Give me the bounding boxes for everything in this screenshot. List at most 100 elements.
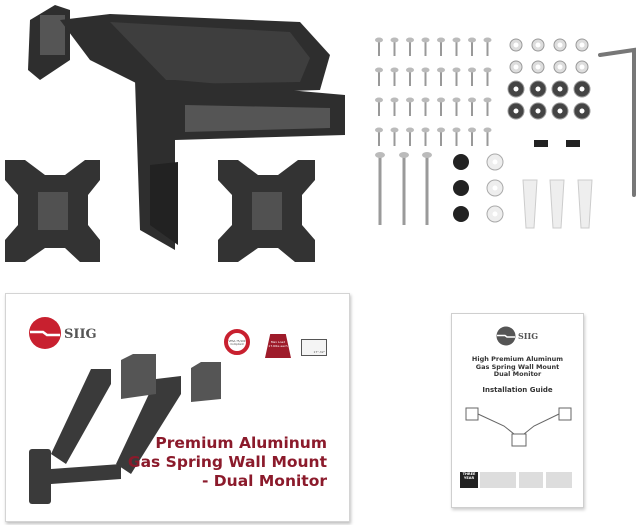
screw-head-icon [483, 127, 492, 133]
screw-icon [378, 130, 380, 146]
screw-head-icon [421, 97, 430, 103]
vesa-badge: VESA 75/100 Compliant [224, 329, 250, 355]
wall-anchor-icon [577, 179, 593, 229]
screw-icon [471, 40, 473, 56]
screw-icon [424, 70, 427, 86]
screw-icon [424, 100, 427, 116]
washer-hole-icon [557, 64, 563, 70]
screw-head-icon [468, 127, 476, 133]
cert-badge [480, 472, 516, 488]
screw-head-icon [406, 127, 414, 133]
installation-guide: SIIG High Premium Aluminum Gas Spring Wa… [451, 313, 584, 508]
screw-icon [455, 130, 458, 146]
screw-head-icon [375, 37, 383, 43]
screw-icon [378, 40, 380, 56]
screw-head-icon [390, 67, 399, 73]
monitor-badge [519, 472, 543, 488]
washer-hole-icon [579, 42, 585, 48]
screw-head-icon [483, 97, 492, 103]
screw-icon [393, 130, 396, 146]
wall-anchor-icon [522, 179, 538, 229]
brand-name: SIIG [518, 331, 539, 341]
warranty-badge: THREE YEAR [460, 472, 478, 488]
box-title: Premium Aluminum Gas Spring Wall Mount -… [127, 434, 327, 490]
screw-icon [455, 100, 458, 116]
lag-bolt-icon [378, 155, 382, 225]
lag-bolt-icon [402, 155, 406, 225]
screw-head-icon [390, 97, 399, 103]
arm-line-drawing [465, 407, 572, 447]
screw-head-icon [483, 37, 492, 43]
bolt-head-icon [375, 152, 385, 158]
screw-head-icon [421, 127, 430, 133]
washer-hole-icon [557, 86, 563, 92]
knob-icon [534, 140, 548, 147]
screw-icon [409, 40, 411, 56]
screw-head-icon [421, 67, 430, 73]
vesa-plate [218, 160, 315, 262]
screw-icon [393, 100, 396, 116]
screw-head-icon [406, 67, 414, 73]
dual-arm-image [29, 354, 221, 504]
screw-icon [471, 100, 473, 116]
screw-head-icon [452, 37, 461, 43]
screw-head-icon [437, 67, 445, 73]
screw-icon [471, 130, 473, 146]
screw-head-icon [468, 67, 476, 73]
screw-head-icon [483, 67, 492, 73]
screw-icon [440, 40, 442, 56]
product-box: SIIG VESA 75/100 Compliant Max Load 17.6… [5, 293, 350, 522]
washer-hole-icon [513, 64, 519, 70]
washer-hole-icon [535, 86, 541, 92]
screw-icon [409, 100, 411, 116]
screw-head-icon [468, 97, 476, 103]
brand-name: SIIG [64, 327, 97, 342]
screw-icon [486, 100, 489, 116]
screw-icon [440, 70, 442, 86]
allen-key [598, 47, 636, 197]
screw-icon [471, 70, 473, 86]
washer-hole-icon [513, 42, 519, 48]
load-badge [546, 472, 572, 488]
screw-head-icon [452, 67, 461, 73]
manual-subtitle: Installation Guide [482, 386, 553, 394]
bolt-head-icon [422, 152, 432, 158]
screw-head-icon [375, 67, 383, 73]
screw-icon [486, 130, 489, 146]
washer-hole-icon [535, 108, 541, 114]
washer-hole-icon [492, 211, 498, 217]
screw-head-icon [437, 97, 445, 103]
screw-head-icon [437, 127, 445, 133]
washer-hole-icon [535, 64, 541, 70]
washer-hole-icon [513, 108, 519, 114]
screw-icon [486, 70, 489, 86]
lag-bolt-icon [425, 155, 429, 225]
screw-head-icon [406, 37, 414, 43]
screw-head-icon [437, 37, 445, 43]
spacer-icon [453, 180, 469, 196]
washer-hole-icon [579, 108, 585, 114]
knob-icon [566, 140, 580, 147]
mount-arm [28, 5, 345, 250]
screw-head-icon [390, 127, 399, 133]
screw-icon [455, 40, 458, 56]
vesa-plate [5, 160, 100, 262]
screw-icon [486, 40, 489, 56]
screw-icon [440, 100, 442, 116]
spacer-icon [453, 154, 469, 170]
screw-icon [455, 70, 458, 86]
screw-head-icon [452, 97, 461, 103]
wall-anchor-icon [549, 179, 565, 229]
screw-head-icon [375, 97, 383, 103]
screw-icon [409, 130, 411, 146]
max-load-badge: Max Load 17.6lbs each [265, 334, 291, 358]
screw-head-icon [406, 97, 414, 103]
washer-hole-icon [492, 159, 498, 165]
washer-set [453, 38, 593, 229]
washer-hole-icon [513, 86, 519, 92]
screw-icon [378, 100, 380, 116]
washer-hole-icon [579, 86, 585, 92]
screw-head-icon [452, 127, 461, 133]
manual-title: High Premium Aluminum Gas Spring Wall Mo… [471, 355, 564, 378]
screw-head-icon [468, 37, 476, 43]
